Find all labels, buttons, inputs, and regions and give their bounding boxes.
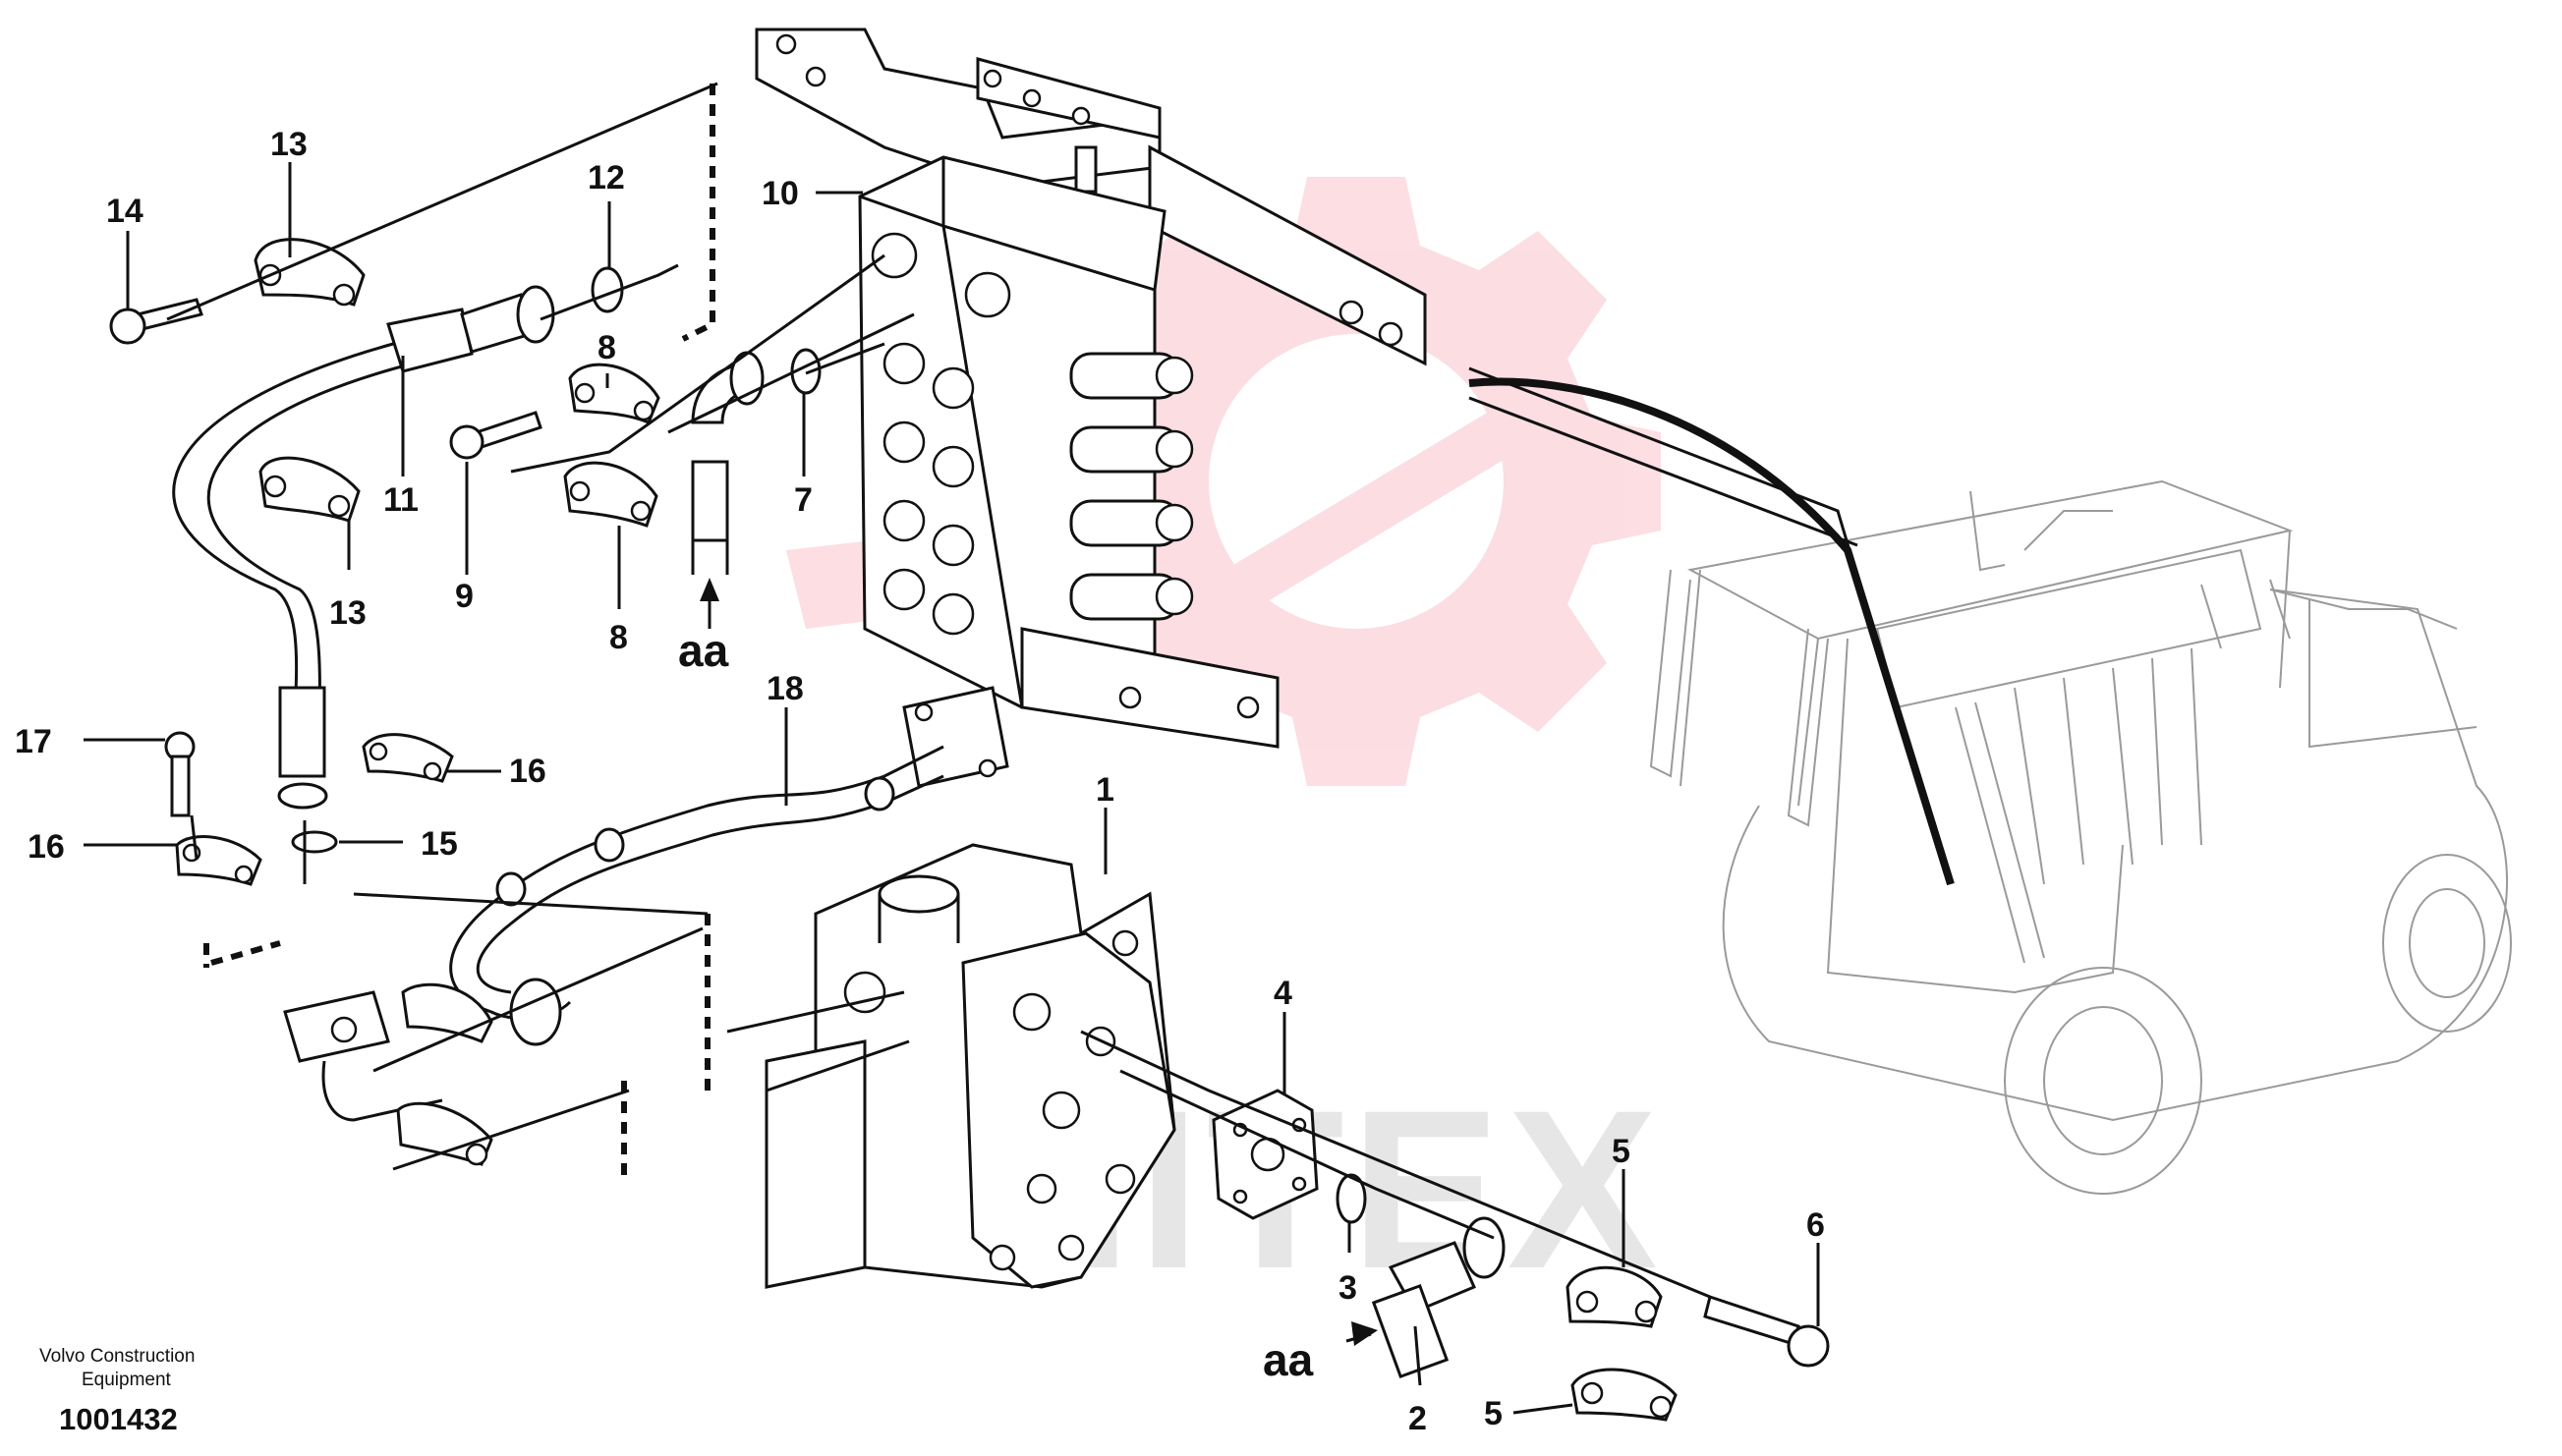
callout-7: 7 — [794, 481, 813, 519]
callout-6: 6 — [1806, 1206, 1825, 1244]
o-ring-15 — [291, 830, 338, 854]
connector-aa-top: aa — [678, 625, 729, 676]
callout-3: 3 — [1338, 1269, 1357, 1307]
clamp-8-bottom — [563, 461, 658, 528]
callout-8-bottom: 8 — [609, 619, 628, 656]
callout-15: 15 — [421, 825, 458, 863]
main-valve-1 — [765, 843, 1176, 1289]
brand-line-1: Volvo Construction — [39, 1346, 195, 1367]
clamp-8-top — [568, 363, 660, 424]
bolt-9 — [449, 411, 542, 460]
o-ring-3 — [1336, 1173, 1367, 1224]
callout-5-bottom: 5 — [1484, 1395, 1503, 1432]
hose-11 — [172, 285, 555, 810]
leader-lines — [84, 162, 1820, 1415]
bolt-17 — [164, 731, 196, 817]
break-lines — [203, 84, 715, 1179]
clamp-5-bottom — [1570, 1368, 1678, 1422]
bolt-14 — [109, 298, 203, 345]
callout-13-bottom: 13 — [329, 594, 367, 632]
elbow-fitting-2 — [1371, 1216, 1506, 1379]
clamp-16-right — [362, 733, 454, 783]
callout-16-right: 16 — [509, 753, 546, 790]
callout-14: 14 — [106, 193, 143, 230]
location-pointer — [1468, 366, 1955, 886]
callout-13-top: 13 — [270, 126, 308, 163]
loader-overview — [1649, 479, 2512, 1195]
callout-16-left: 16 — [28, 828, 65, 866]
callout-18: 18 — [767, 670, 804, 707]
adapter-plate-4 — [1212, 1089, 1319, 1220]
clamp-13-bottom — [258, 456, 361, 523]
callout-8-top: 8 — [598, 329, 616, 366]
clamp-bottom-left — [396, 982, 493, 1166]
callout-9: 9 — [455, 578, 474, 615]
clamp-13-top — [254, 238, 366, 307]
callout-1: 1 — [1096, 771, 1114, 809]
callout-10: 10 — [762, 175, 799, 212]
callout-12: 12 — [588, 159, 625, 196]
callout-5-top: 5 — [1612, 1133, 1630, 1170]
tube-18 — [283, 686, 1009, 1122]
callout-2: 2 — [1408, 1400, 1427, 1437]
brand-line-2: Equipment — [82, 1370, 172, 1390]
bolt-6 — [1703, 1295, 1830, 1368]
clamp-16-left — [175, 835, 262, 886]
control-valve-assembly — [755, 28, 1427, 749]
callout-11: 11 — [383, 481, 419, 519]
assembly-axis-lines — [166, 82, 1711, 1299]
clamp-5-top — [1566, 1265, 1663, 1328]
elbow-fitting-aa-top — [691, 351, 765, 575]
connector-aa-bottom: aa — [1263, 1334, 1314, 1385]
callout-17: 17 — [15, 723, 52, 760]
callout-labels: 13 14 12 10 8 11 13 9 8 7 18 17 16 16 15… — [15, 126, 1825, 1437]
figure-number: 1001432 — [59, 1402, 178, 1436]
figure-footer: Volvo Construction Equipment 1001432 — [39, 1346, 195, 1436]
callout-4: 4 — [1274, 975, 1292, 1012]
